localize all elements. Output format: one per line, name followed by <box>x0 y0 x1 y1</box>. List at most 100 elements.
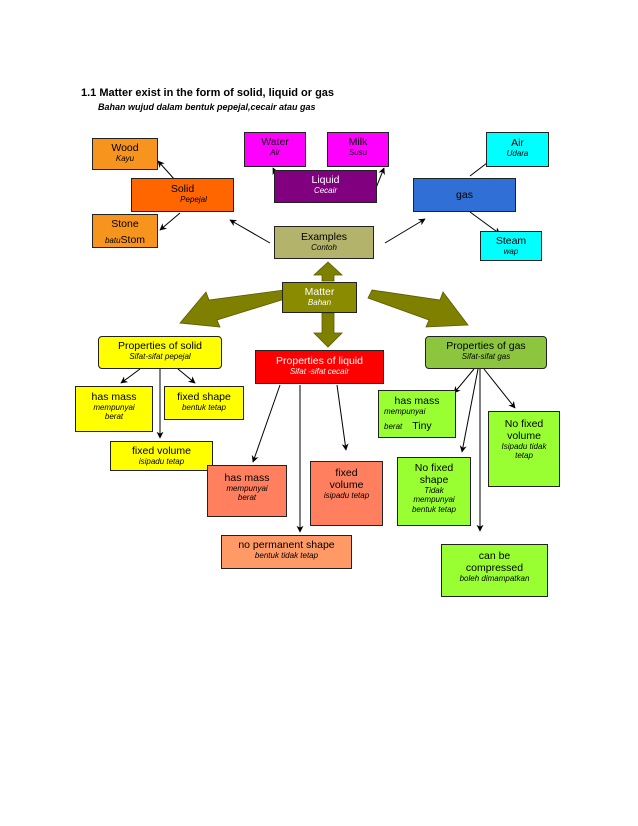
node-liquid-mass-sublabel: mempunyai <box>226 484 268 494</box>
node-water-label: Water <box>261 136 289 148</box>
big-arrow-left-solid <box>179 289 289 328</box>
node-gas: gas <box>413 178 516 212</box>
node-gas-volume-sublabel-2: tetap <box>515 451 533 461</box>
arrow-solid-to-wood <box>157 160 176 181</box>
node-prop-gas-label: Properties of gas <box>446 340 526 352</box>
node-solid-shape: fixed shape bentuk tetap <box>164 386 244 420</box>
arrow-prop-solid-to-mass <box>120 368 141 384</box>
node-examples: Examples Contoh <box>274 226 374 259</box>
page-title: 1.1 Matter exist in the form of solid, l… <box>81 87 335 99</box>
node-gas-compress-label-2: compressed <box>465 562 524 575</box>
node-solid-shape-sublabel: bentuk tetap <box>181 403 227 413</box>
big-arrow-down-liquid <box>313 312 343 348</box>
node-air-sublabel: Udara <box>506 149 529 159</box>
node-gas-mass-extra: Tiny <box>412 420 432 433</box>
node-solid-mass-sublabel-2: berat <box>104 412 124 422</box>
node-milk-sublabel: Susu <box>348 148 368 158</box>
node-prop-solid-sublabel: Sifat-sifat pepejal <box>129 352 191 362</box>
node-stone-label: Stone <box>111 218 139 230</box>
node-gas-compress-sublabel: boleh dimampatkan <box>459 574 530 584</box>
node-gas-mass-sublabel-2: berat <box>384 422 403 432</box>
node-examples-label: Examples <box>300 231 348 243</box>
node-solid-volume-sublabel: isipadu tetap <box>138 457 185 467</box>
arrow-solid-to-stone <box>159 212 181 231</box>
node-liquid-mass-sublabel-2: berat <box>237 493 257 503</box>
node-liquid-shape-sublabel: bentuk tidak tetap <box>254 551 319 561</box>
node-solid-mass-sublabel: mempunyai <box>93 403 135 413</box>
arrow-examples-to-gas <box>384 218 426 244</box>
node-liquid: Liquid Cecair <box>274 170 377 203</box>
node-stone-sublabel-2: Stom <box>120 234 146 247</box>
node-liquid-volume: fixed volume isipadu tetap <box>310 461 383 526</box>
arrow-liquid-to-milk <box>375 167 385 189</box>
node-prop-solid: Properties of solid Sifat-sifat pepejal <box>98 336 222 369</box>
arrow-prop-gas-to-shape <box>459 368 479 453</box>
node-solid-shape-label: fixed shape <box>177 391 231 403</box>
node-gas-shape-label-2: shape <box>419 474 449 487</box>
node-gas-shape-sublabel: Tidak <box>424 486 444 496</box>
node-liquid-shape-label: no permanent shape <box>238 539 335 551</box>
node-liquid-volume-label: fixed <box>335 467 358 479</box>
node-gas-mass-label: has mass <box>394 395 440 407</box>
node-liquid-volume-label-2: volume <box>329 479 364 492</box>
node-prop-liquid-sublabel: Sifat -sifat cecair <box>289 367 350 377</box>
node-liquid-mass-label: has mass <box>224 472 270 484</box>
node-gas-compress: can be compressed boleh dimampatkan <box>441 544 548 597</box>
node-prop-liquid: Properties of liquid Sifat -sifat cecair <box>255 350 384 384</box>
node-liquid-mass: has mass mempunyai berat <box>207 465 287 517</box>
node-air-label: Air <box>511 137 524 149</box>
node-gas-volume-label: No fixed <box>504 418 544 430</box>
node-liquid-shape: no permanent shape bentuk tidak tetap <box>221 535 352 569</box>
node-stone: Stone batuStom <box>92 214 158 248</box>
arrow-prop-liquid-to-volume <box>336 384 349 451</box>
node-prop-liquid-label: Properties of liquid <box>276 355 363 367</box>
arrow-prop-solid-to-shape <box>177 368 196 384</box>
node-gas-shape-label: No fixed <box>414 462 454 474</box>
node-steam: Steam wap <box>480 231 542 261</box>
node-gas-label: gas <box>456 189 473 201</box>
node-gas-volume: No fixed volume Isipadu tidak tetap <box>488 411 560 487</box>
node-solid-mass: has mass mempunyai berat <box>75 386 153 432</box>
node-matter-label: Matter <box>304 286 335 298</box>
node-gas-shape: No fixed shape Tidak mempunyai bentuk te… <box>397 457 471 526</box>
arrow-examples-to-solid <box>229 219 271 244</box>
node-wood: Wood Kayu <box>92 138 158 170</box>
node-milk: Milk Susu <box>327 132 389 167</box>
node-gas-mass-sublabel: mempunyai <box>384 407 426 417</box>
arrow-prop-gas-to-volume <box>483 368 516 409</box>
node-steam-label: Steam <box>495 235 527 247</box>
node-prop-gas-sublabel: Sifat-sifat gas <box>461 352 511 362</box>
node-steam-sublabel: wap <box>503 247 519 257</box>
node-stone-sublabel: batu <box>104 236 121 246</box>
node-water-sublabel: Air <box>270 148 280 158</box>
arrow-prop-liquid-to-mass <box>251 384 281 463</box>
page-subtitle: Bahan wujud dalam bentuk pepejal,cecair … <box>98 102 316 112</box>
node-gas-shape-sublabel-3: bentuk tetap <box>411 504 457 514</box>
big-arrow-right-gas <box>367 289 469 328</box>
node-solid: Solid Pepejal <box>131 178 234 212</box>
node-wood-label: Wood <box>111 142 139 154</box>
node-gas-volume-label-2: volume <box>507 430 541 443</box>
node-prop-solid-label: Properties of solid <box>117 340 203 352</box>
node-solid-label: Solid <box>170 183 195 195</box>
node-liquid-volume-sublabel: isipadu tetap <box>323 491 370 501</box>
node-solid-volume-label: fixed volume <box>132 445 191 457</box>
big-arrow-up-examples <box>312 261 344 282</box>
node-wood-sublabel: Kayu <box>115 154 135 164</box>
node-liquid-label: Liquid <box>311 174 340 186</box>
node-gas-shape-sublabel-2: mempunyai <box>413 495 455 505</box>
node-solid-mass-label: has mass <box>91 391 137 403</box>
node-examples-sublabel: Contoh <box>311 243 337 253</box>
node-solid-volume: fixed volume isipadu tetap <box>110 441 213 471</box>
node-liquid-sublabel: Cecair <box>313 186 338 196</box>
node-gas-compress-label: can be <box>478 550 511 562</box>
arrow-gas-to-steam <box>469 211 501 235</box>
node-matter: Matter Bahan <box>282 282 357 313</box>
node-matter-sublabel: Bahan <box>307 298 332 308</box>
node-gas-mass: has mass mempunyai berat Tiny <box>378 390 456 438</box>
node-air: Air Udara <box>486 132 549 167</box>
arrow-prop-gas-to-mass <box>453 368 475 394</box>
node-prop-gas: Properties of gas Sifat-sifat gas <box>425 336 547 369</box>
node-gas-volume-sublabel: Isipadu tidak <box>501 442 547 452</box>
